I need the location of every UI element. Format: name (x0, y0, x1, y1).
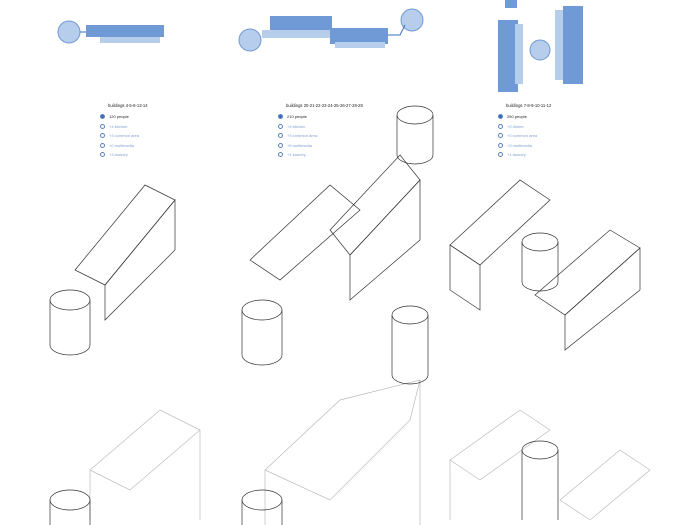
plan-group-3 (498, 0, 583, 92)
legend-item: +3 common area (278, 131, 363, 141)
legend-item: +3 common area (100, 131, 148, 141)
legend-item: 120 people (100, 112, 148, 122)
people-icon (100, 114, 105, 120)
common-area-icon (100, 133, 105, 139)
legend-item: +4 kitchen (278, 122, 363, 132)
multimedia-icon (278, 142, 283, 148)
multimedia-icon (100, 142, 105, 148)
laundry-icon (100, 152, 105, 158)
multimedia-icon (498, 142, 503, 148)
legend-group-1: buildings 4-5-8-13-14 120 people +4 kitc… (100, 103, 148, 160)
plan-group-1 (57, 20, 164, 44)
plan-group-2 (238, 8, 424, 52)
legend-item: +5 multimedia (278, 141, 363, 151)
kitchen-icon (100, 123, 105, 129)
legend-item: +0 multimedia (100, 141, 148, 151)
legend-title: buildings 4-5-8-13-14 (108, 103, 148, 108)
people-icon (498, 114, 503, 120)
legend-item: +0 dinner (498, 122, 551, 132)
laundry-icon (498, 152, 503, 158)
legend-item: 250 people (498, 112, 551, 122)
legend-group-2: buildings 20-21-22-23-24-25-26-27-28-28 … (278, 103, 363, 160)
laundry-icon (278, 152, 283, 158)
axonometric-volumes (49, 305, 651, 525)
legend-item: +1 laundry (498, 150, 551, 160)
axonometric-floorplans (49, 105, 641, 366)
legend-item: +3 multimedia (498, 141, 551, 151)
legend-title: buildings 7-8-9-10-11-12 (506, 103, 552, 108)
legend-group-3: buildings 7-8-9-10-11-12 250 people +0 d… (498, 103, 551, 160)
common-area-icon (278, 133, 283, 139)
legend-item: +3 laundry (100, 150, 148, 160)
legend-item: +4 kitchen (100, 122, 148, 132)
legend-item: +0 common area (498, 131, 551, 141)
legend-item: +1 laundry (278, 150, 363, 160)
legend-item: 210 people (278, 112, 363, 122)
kitchen-icon (278, 123, 283, 129)
kitchen-icon (498, 123, 503, 129)
common-area-icon (498, 133, 503, 139)
people-icon (278, 114, 283, 120)
legend-title: buildings 20-21-22-23-24-25-26-27-28-28 (286, 103, 363, 108)
